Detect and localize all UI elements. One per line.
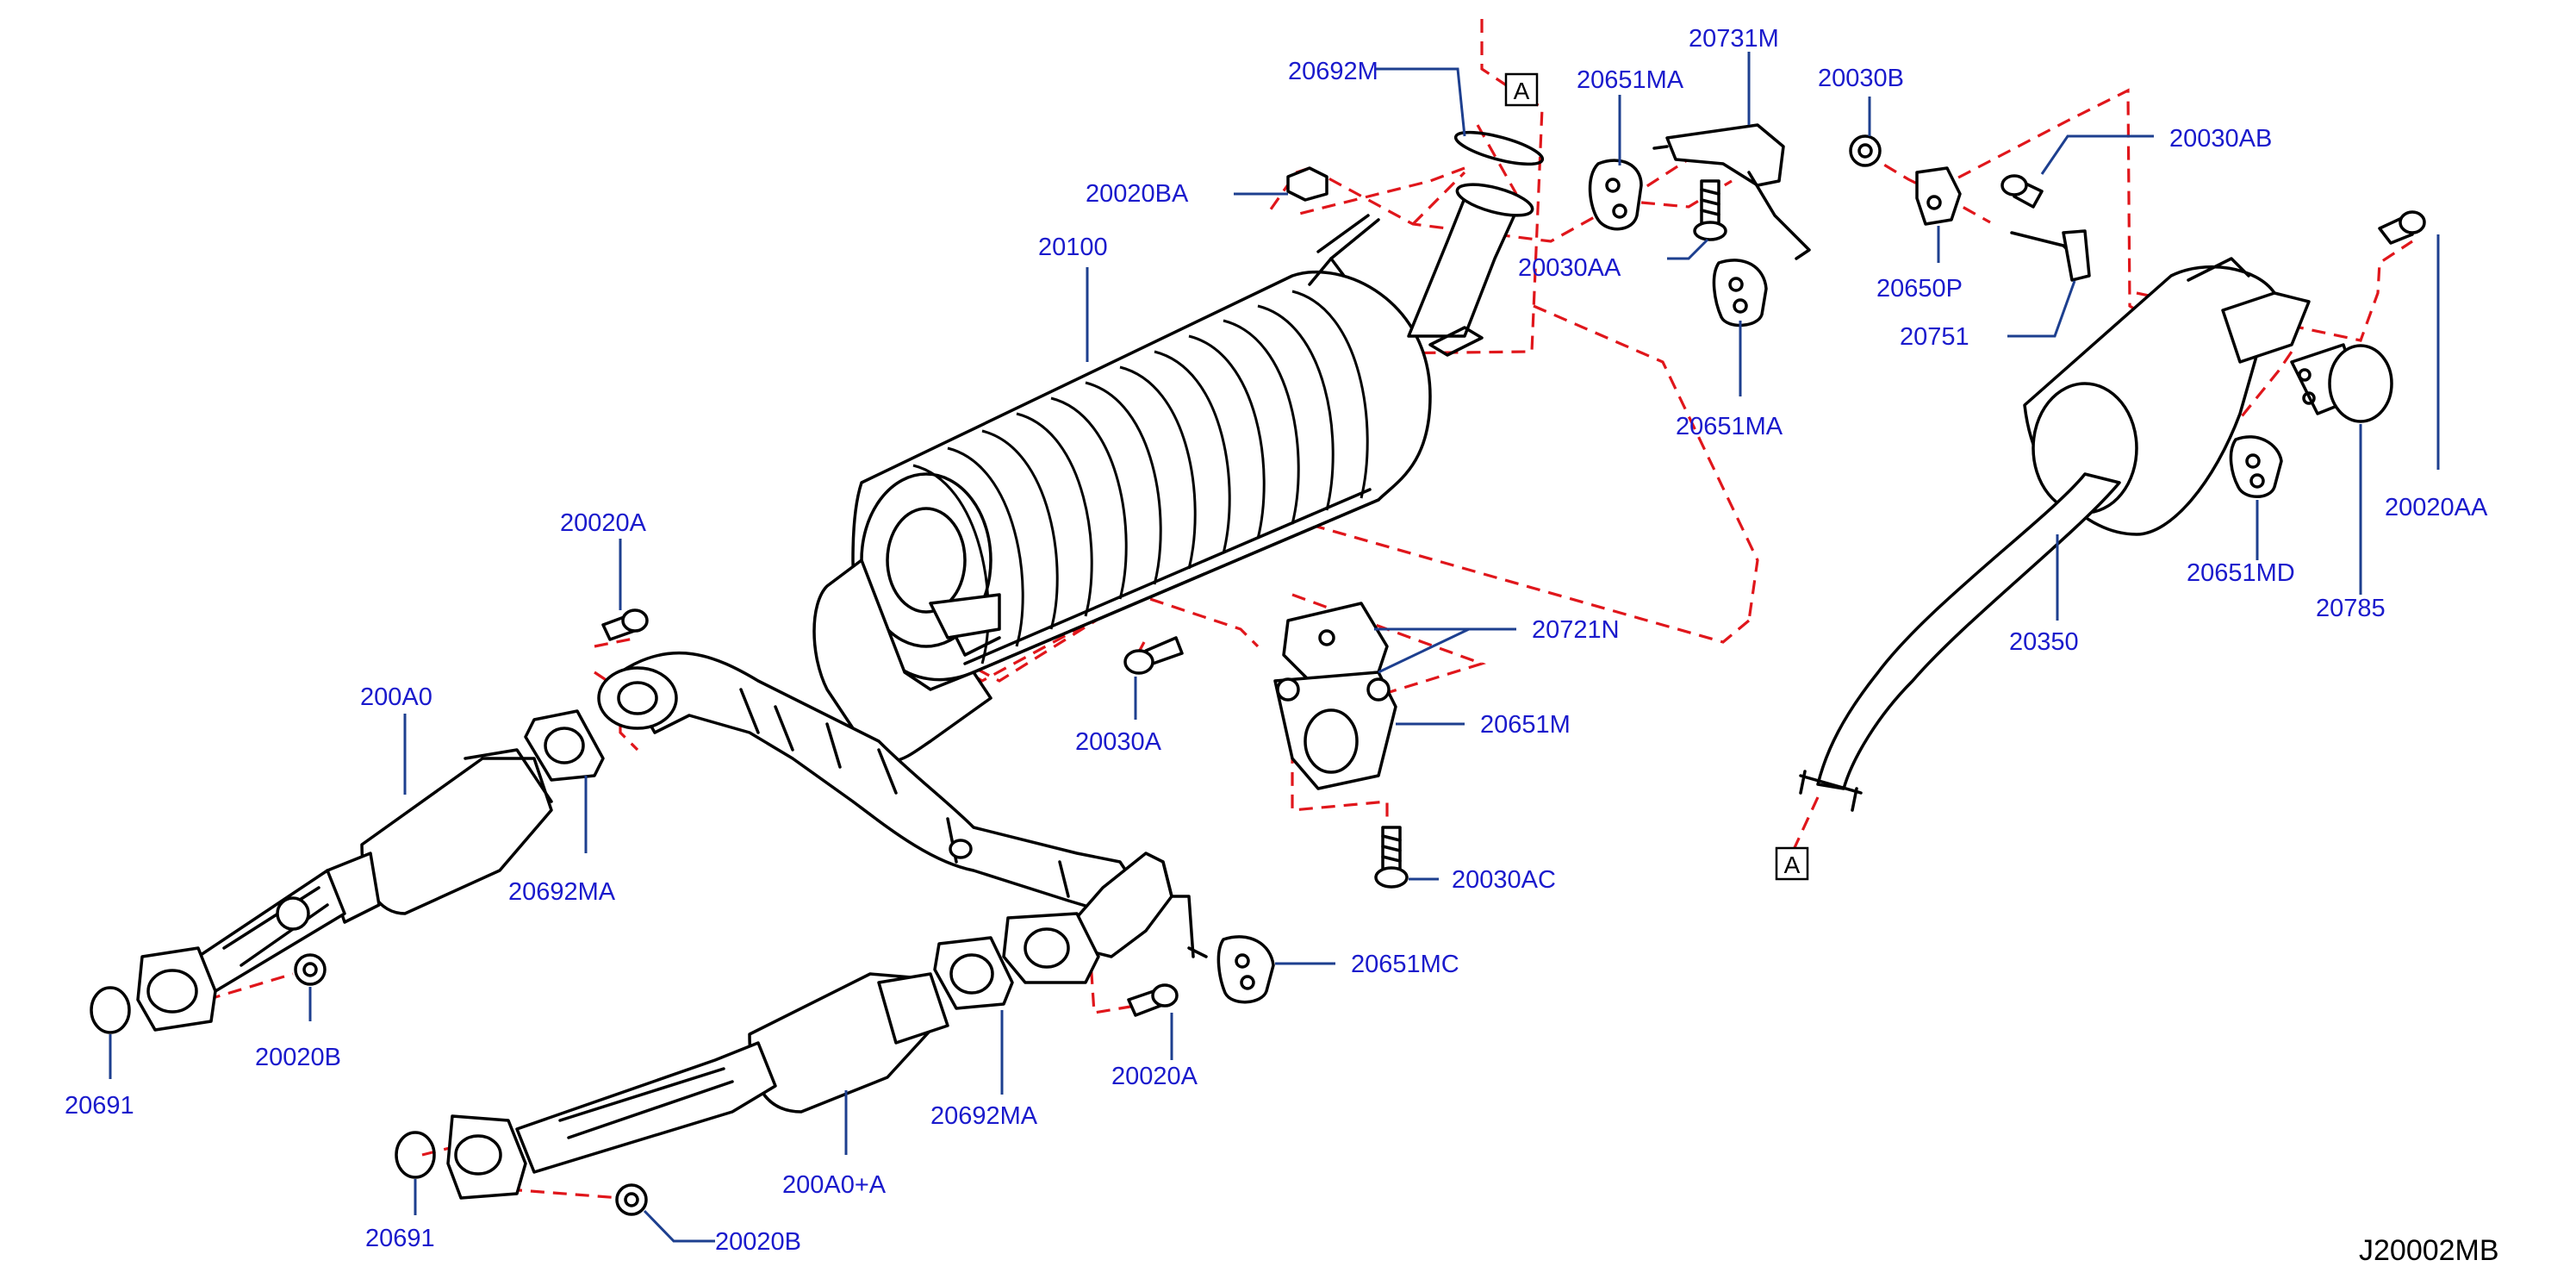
label-20731M: 20731M [1689, 25, 1779, 53]
callout-labels: 20692M 20731M 20651MA 20030B 20030AB 200… [65, 25, 2488, 1256]
label-20651MD: 20651MD [2187, 559, 2295, 587]
ref-box-bottom: A [1775, 846, 1809, 881]
main-muffler-20100 [812, 183, 1534, 763]
front-y-pipe [597, 651, 1208, 958]
label-20350: 20350 [2009, 628, 2079, 656]
ref-box-top-label: A [1514, 78, 1530, 104]
catalyst-200A0-plus-A [446, 912, 1100, 1200]
label-20691-bottom: 20691 [365, 1225, 435, 1252]
label-20020A-bottom: 20020A [1111, 1063, 1198, 1090]
label-20651M: 20651M [1480, 711, 1571, 739]
hardware-parts [90, 123, 2426, 1216]
label-20020AA: 20020AA [2385, 494, 2488, 521]
diagram-id: J20002MB [2359, 1234, 2499, 1267]
label-20020B-bottom: 20020B [715, 1228, 801, 1256]
label-20651MA-bottom: 20651MA [1676, 413, 1783, 440]
label-200A0: 200A0 [360, 683, 432, 711]
label-20692M: 20692M [1288, 58, 1378, 85]
label-20651MC: 20651MC [1351, 951, 1459, 978]
label-20751: 20751 [1900, 323, 1969, 351]
label-20030AA: 20030AA [1518, 254, 1621, 282]
label-20721N: 20721N [1532, 616, 1620, 644]
label-20030AB: 20030AB [2169, 125, 2272, 153]
center-hanger-brackets [1273, 602, 1397, 790]
label-20691-left: 20691 [65, 1092, 134, 1120]
label-20030A: 20030A [1075, 728, 1162, 756]
label-20030B: 20030B [1818, 65, 1904, 92]
ref-box-bottom-label: A [1784, 852, 1801, 878]
label-200A0-plus-A: 200A0+A [782, 1171, 887, 1199]
label-20692MA-left: 20692MA [508, 878, 616, 906]
label-20020BA: 20020BA [1086, 180, 1189, 208]
label-20650P: 20650P [1876, 275, 1963, 303]
label-20020B-left: 20020B [255, 1044, 341, 1071]
label-20030AC: 20030AC [1452, 866, 1556, 894]
leader-lines [109, 52, 2440, 1243]
label-20651MA-top: 20651MA [1577, 66, 1684, 94]
ref-box-top: A [1504, 72, 1539, 107]
catalyst-200A0 [136, 748, 553, 1032]
rear-muffler-20350 [1799, 257, 2393, 812]
label-20692MA-mid: 20692MA [930, 1102, 1038, 1130]
label-20020A-top: 20020A [560, 509, 647, 537]
label-20100: 20100 [1038, 234, 1108, 261]
label-20785: 20785 [2316, 595, 2386, 622]
